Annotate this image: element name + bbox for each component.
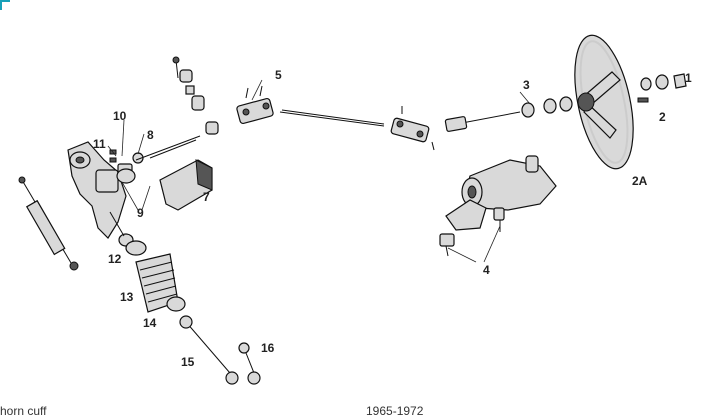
intermediate-shaft xyxy=(279,109,385,127)
callout-12: 12 xyxy=(108,252,122,266)
rubber-boot-7 xyxy=(159,159,213,211)
caption-left: horn cuff xyxy=(0,404,47,418)
callout-10: 10 xyxy=(113,109,127,123)
callout-8: 8 xyxy=(147,128,154,142)
callout-3: 3 xyxy=(523,78,530,92)
steering-damper xyxy=(18,176,79,271)
horn-button-parts xyxy=(637,73,687,103)
callout-15: 15 xyxy=(181,355,195,369)
steering-gearbox xyxy=(67,141,134,247)
callout-5: 5 xyxy=(275,68,282,82)
corner-marker xyxy=(0,0,10,10)
callout-9: 9 xyxy=(137,206,144,220)
callout-1: 1 xyxy=(685,71,692,85)
upper-left-bolt-stack xyxy=(172,56,219,135)
upper-steering-shaft xyxy=(444,96,573,132)
callout-13: 13 xyxy=(120,290,134,304)
callout-2: 2 xyxy=(659,110,666,124)
leader-lines xyxy=(107,79,531,263)
callout-4: 4 xyxy=(483,263,490,277)
steering-bellows xyxy=(125,240,186,313)
caption-center: 1965-1972 xyxy=(366,404,424,418)
tie-rod xyxy=(179,315,261,385)
callout-7: 7 xyxy=(203,190,210,204)
universal-joint-lower xyxy=(390,106,435,151)
universal-joint-5 xyxy=(236,85,274,125)
callout-16: 16 xyxy=(261,341,275,355)
callout-2a: 2A xyxy=(632,174,648,188)
column-housing xyxy=(439,155,557,257)
callout-14: 14 xyxy=(143,316,157,330)
steering-wheel xyxy=(574,34,634,170)
callout-11: 11 xyxy=(93,137,106,151)
input-shaft xyxy=(135,135,201,161)
